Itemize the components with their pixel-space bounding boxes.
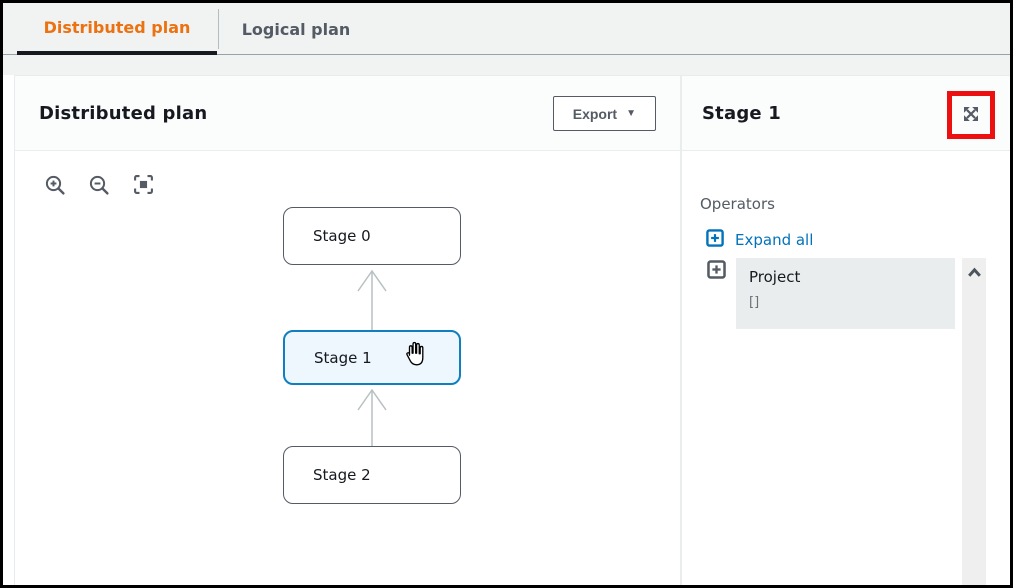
plan-canvas[interactable]: Stage 0 Stage 1: [15, 151, 680, 585]
plus-square-icon: [706, 260, 726, 282]
zoom-toolbar: [43, 174, 155, 198]
zoom-in-button[interactable]: [43, 174, 67, 198]
zoom-in-icon: [44, 174, 66, 199]
operator-expand-toggle[interactable]: [706, 260, 726, 280]
arrow-stage2-to-stage1-icon: [352, 387, 392, 450]
zoom-out-icon: [88, 174, 110, 199]
operators-heading: Operators: [700, 195, 775, 213]
fit-view-button[interactable]: [131, 174, 155, 198]
stage-node-1[interactable]: Stage 1: [283, 330, 461, 385]
stage-details-title: Stage 1: [702, 102, 781, 124]
tab-divider: [218, 9, 219, 49]
operator-name: Project: [749, 268, 801, 286]
panel-divider: [680, 76, 682, 585]
main-split: Distributed plan Export ▼: [14, 75, 1010, 585]
stage-node-2[interactable]: Stage 2: [283, 446, 461, 504]
expand-all-link[interactable]: Expand all: [706, 229, 813, 251]
stage-node-0-label: Stage 0: [313, 227, 371, 245]
stage-details-header: Stage 1: [682, 76, 1010, 151]
fit-view-icon: [133, 174, 154, 198]
chevron-down-icon: ▼: [626, 107, 636, 119]
export-button-label: Export: [572, 105, 618, 122]
distributed-plan-panel: Distributed plan Export ▼: [15, 76, 680, 585]
export-button[interactable]: Export ▼: [552, 96, 656, 131]
expand-all-icon: [706, 229, 724, 251]
scroll-up-button[interactable]: [966, 265, 983, 281]
tab-distributed-plan-label: Distributed plan: [43, 17, 191, 37]
page-title: Distributed plan: [39, 102, 208, 124]
chevron-up-icon: [966, 267, 983, 282]
stage-node-1-label: Stage 1: [314, 348, 372, 367]
annotation-highlight: [947, 91, 995, 139]
stage-node-2-label: Stage 2: [313, 466, 371, 484]
tab-logical-plan-label: Logical plan: [241, 19, 351, 39]
plan-tabbar: Distributed plan Logical plan: [3, 3, 1010, 75]
stage-details-panel: Stage 1: [682, 76, 1010, 585]
tab-distributed-plan[interactable]: Distributed plan: [17, 3, 217, 55]
expand-arrows-icon: [961, 104, 981, 127]
operator-detail: []: [749, 295, 760, 310]
distributed-plan-header: Distributed plan Export ▼: [15, 76, 680, 151]
stage-details-body: Operators Expand all: [682, 151, 1010, 585]
expand-panel-button[interactable]: [956, 100, 986, 130]
tab-logical-plan[interactable]: Logical plan: [219, 3, 373, 55]
stage-node-0[interactable]: Stage 0: [283, 207, 461, 265]
zoom-out-button[interactable]: [87, 174, 111, 198]
operators-scrollbar[interactable]: [962, 258, 986, 585]
tabs-row: Distributed plan Logical plan: [3, 3, 1010, 55]
expand-all-label: Expand all: [735, 231, 814, 249]
arrow-stage1-to-stage0-icon: [352, 268, 392, 334]
operator-row: Project []: [706, 258, 955, 329]
operator-card-project[interactable]: Project []: [736, 258, 955, 329]
